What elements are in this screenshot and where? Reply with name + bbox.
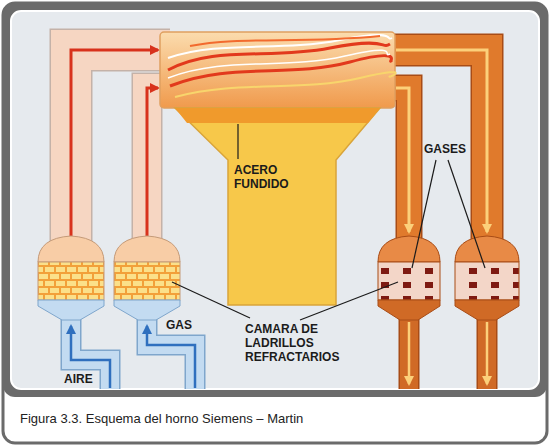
right-ducts — [385, 88, 409, 242]
right-ducts — [385, 88, 409, 242]
left-ducts — [71, 50, 170, 242]
left-ducts — [71, 50, 170, 242]
leader-lines — [172, 282, 250, 318]
left-regenerators — [114, 300, 180, 320]
hearth — [175, 108, 380, 305]
right-regenerators — [455, 300, 519, 320]
molten-steel-label: ACERO FUNDIDO — [234, 163, 306, 191]
furnace-chamber — [160, 32, 395, 108]
right-pipes — [477, 318, 498, 389]
right-regenerators — [455, 262, 519, 300]
left-pipes — [147, 326, 195, 388]
gases-label: GASES — [424, 142, 484, 156]
left-regenerators — [114, 262, 180, 300]
right-pipes — [478, 318, 496, 389]
right-pipes — [486, 322, 489, 384]
leader-lines — [412, 160, 436, 268]
duct-arrows — [147, 88, 158, 236]
hearth — [175, 108, 380, 305]
right-ducts — [385, 50, 487, 242]
frame — [11, 11, 539, 389]
furnace-chamber — [160, 32, 396, 108]
right-pipes — [399, 318, 420, 389]
frame — [3, 3, 547, 397]
duct-arrows — [396, 88, 409, 232]
gas-label: GAS — [166, 318, 206, 332]
right-regenerators — [378, 300, 440, 320]
left-regenerators — [38, 236, 180, 320]
furnace-chamber — [168, 35, 392, 58]
left-ducts — [147, 88, 170, 242]
duct-arrows — [396, 50, 487, 232]
chamber-label: CAMARA DE LADRILLOS REFRACTARIOS — [245, 322, 349, 364]
leader-lines — [448, 160, 485, 268]
right-pipes — [409, 318, 487, 389]
furnace-chamber — [190, 36, 380, 46]
furnace-chamber — [170, 56, 392, 86]
leader-lines — [237, 124, 238, 159]
hearth — [175, 108, 380, 123]
right-pipes — [400, 318, 418, 389]
furnace-chamber — [168, 43, 390, 70]
left-regenerators — [38, 262, 104, 300]
left-ducts — [71, 50, 170, 242]
frame — [3, 3, 547, 443]
figure-caption: Figura 3.3. Esquema del horno Siemens – … — [20, 411, 303, 427]
right-pipes — [408, 322, 411, 384]
frame — [3, 3, 547, 443]
left-regenerators — [38, 236, 104, 262]
left-ducts — [147, 88, 170, 242]
right-regenerators — [455, 236, 519, 262]
right-ducts — [385, 50, 487, 242]
left-regenerators — [38, 300, 104, 320]
furnace-chamber — [168, 50, 390, 78]
furnace-chamber — [175, 72, 396, 97]
right-regenerators — [378, 262, 440, 300]
duct-arrows — [71, 50, 158, 236]
right-ducts — [385, 50, 487, 242]
right-regenerators — [378, 236, 519, 320]
right-regenerators — [378, 236, 440, 262]
left-regenerators — [114, 236, 180, 262]
air-label: AIRE — [64, 372, 104, 386]
leader-lines — [172, 124, 485, 320]
leader-lines — [300, 282, 398, 320]
